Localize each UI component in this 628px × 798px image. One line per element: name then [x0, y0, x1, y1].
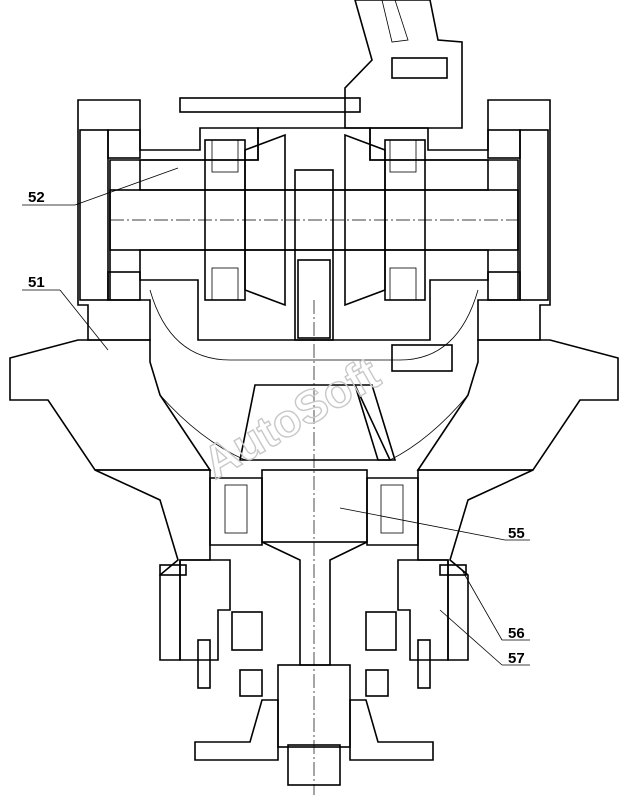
label-57: 57 [508, 650, 525, 667]
output-flange [194, 699, 434, 761]
leader-lines [22, 167, 530, 666]
ring-gear [149, 289, 479, 461]
label-55: 55 [508, 525, 525, 542]
side-bearing-left [79, 129, 141, 301]
side-bearing-right [487, 129, 549, 301]
label-56: 56 [508, 625, 525, 642]
top-bracket [344, 0, 463, 129]
watermark: AutoSoft [194, 347, 388, 489]
label-52: 52 [28, 189, 45, 206]
differential-carrier [109, 97, 519, 341]
label-51: 51 [28, 274, 45, 291]
